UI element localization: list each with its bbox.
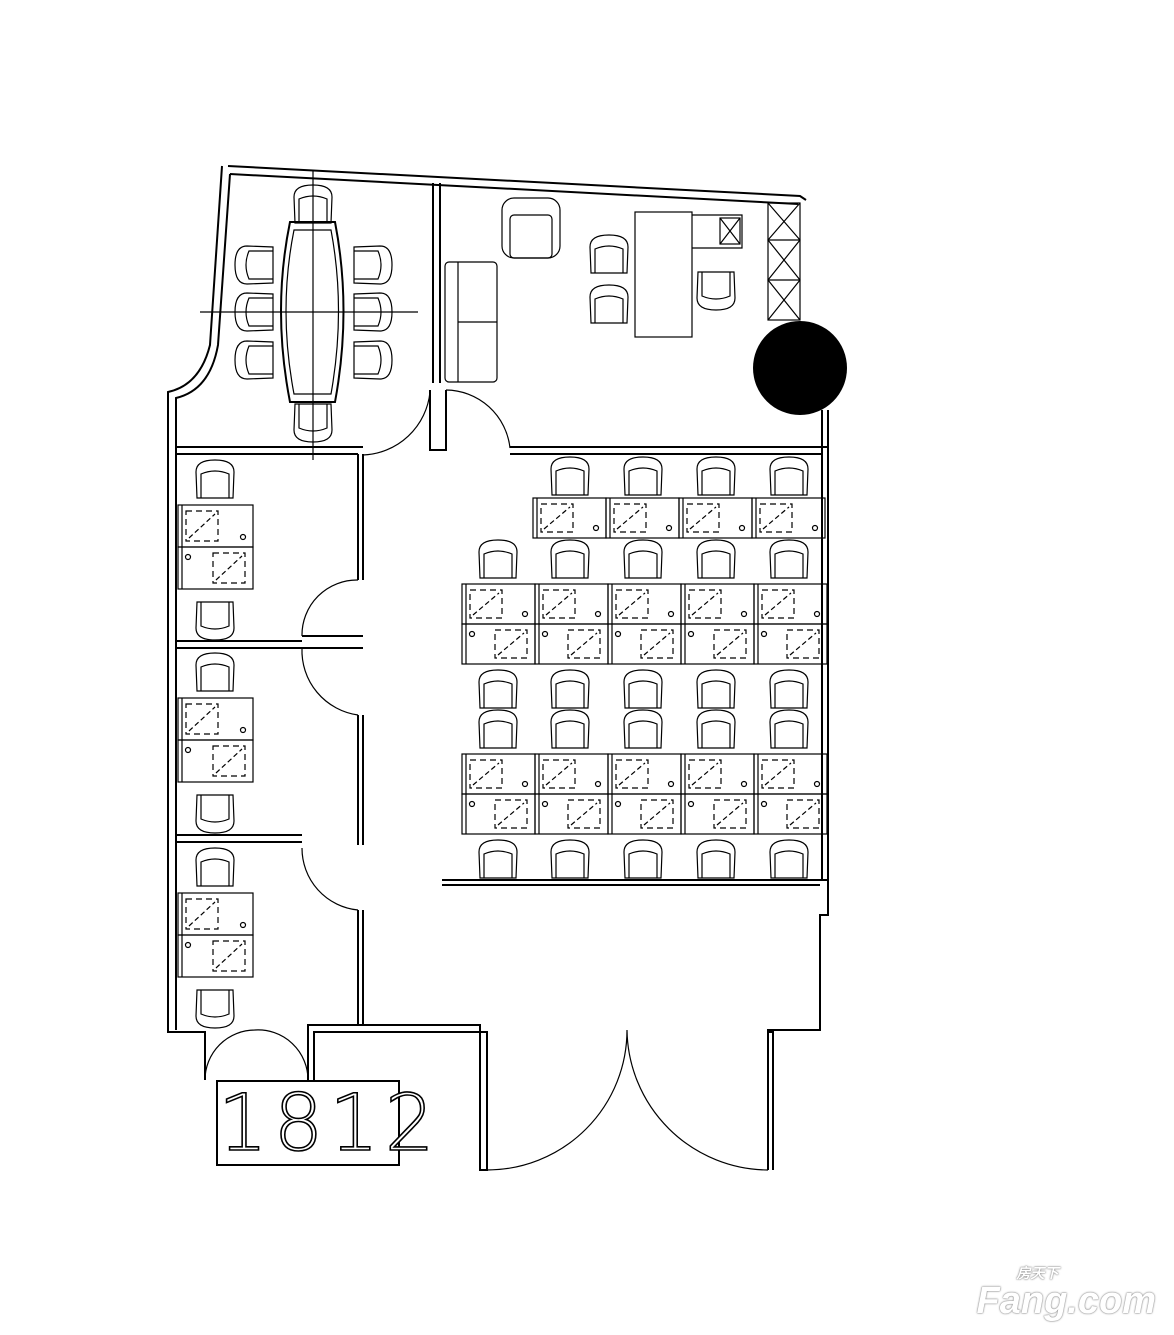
desk bbox=[177, 934, 254, 978]
chair bbox=[550, 839, 590, 879]
chair bbox=[234, 245, 274, 285]
chair bbox=[478, 539, 518, 579]
chair bbox=[696, 271, 736, 311]
chair bbox=[769, 456, 809, 496]
walls bbox=[167, 165, 829, 1171]
chair bbox=[195, 847, 235, 887]
chair bbox=[623, 839, 663, 879]
chair bbox=[293, 403, 333, 443]
watermark-brand: Fang.com bbox=[976, 1280, 1156, 1322]
chair bbox=[769, 839, 809, 879]
chair bbox=[195, 794, 235, 834]
executive-desk bbox=[634, 211, 693, 338]
chair bbox=[550, 456, 590, 496]
chair bbox=[195, 601, 235, 641]
chair bbox=[478, 669, 518, 709]
armchair bbox=[501, 197, 561, 259]
chair bbox=[234, 292, 274, 332]
chair bbox=[769, 539, 809, 579]
furniture bbox=[177, 184, 828, 1029]
chair bbox=[623, 709, 663, 749]
chair bbox=[195, 989, 235, 1029]
chair bbox=[696, 709, 736, 749]
chair bbox=[353, 245, 393, 285]
chair bbox=[589, 284, 629, 324]
chair bbox=[589, 234, 629, 274]
executive-office bbox=[444, 197, 801, 383]
unit-number-label: 1812 bbox=[216, 1079, 441, 1169]
watermark: 房天下 Fang.com bbox=[977, 1265, 1156, 1321]
chair bbox=[550, 539, 590, 579]
desk bbox=[753, 623, 828, 665]
chair bbox=[293, 184, 333, 224]
meeting-room bbox=[200, 170, 418, 460]
chair bbox=[234, 340, 274, 380]
chair bbox=[195, 652, 235, 692]
chair bbox=[353, 292, 393, 332]
desk bbox=[177, 739, 254, 783]
chair bbox=[550, 669, 590, 709]
doors bbox=[204, 389, 769, 1171]
chair bbox=[769, 709, 809, 749]
chair bbox=[478, 839, 518, 879]
chair bbox=[696, 539, 736, 579]
desk bbox=[753, 793, 828, 835]
chair bbox=[478, 709, 518, 749]
chair bbox=[696, 669, 736, 709]
watermark-chinese: 房天下 bbox=[1016, 1265, 1059, 1281]
chair bbox=[769, 669, 809, 709]
chair bbox=[623, 669, 663, 709]
chair bbox=[696, 456, 736, 496]
chair bbox=[550, 709, 590, 749]
chair bbox=[623, 456, 663, 496]
chair bbox=[195, 459, 235, 499]
structural-column bbox=[753, 321, 847, 415]
chair bbox=[623, 539, 663, 579]
desk bbox=[751, 497, 826, 539]
chair bbox=[353, 340, 393, 380]
cabinet bbox=[767, 202, 801, 321]
desk bbox=[177, 546, 254, 590]
chair bbox=[696, 839, 736, 879]
